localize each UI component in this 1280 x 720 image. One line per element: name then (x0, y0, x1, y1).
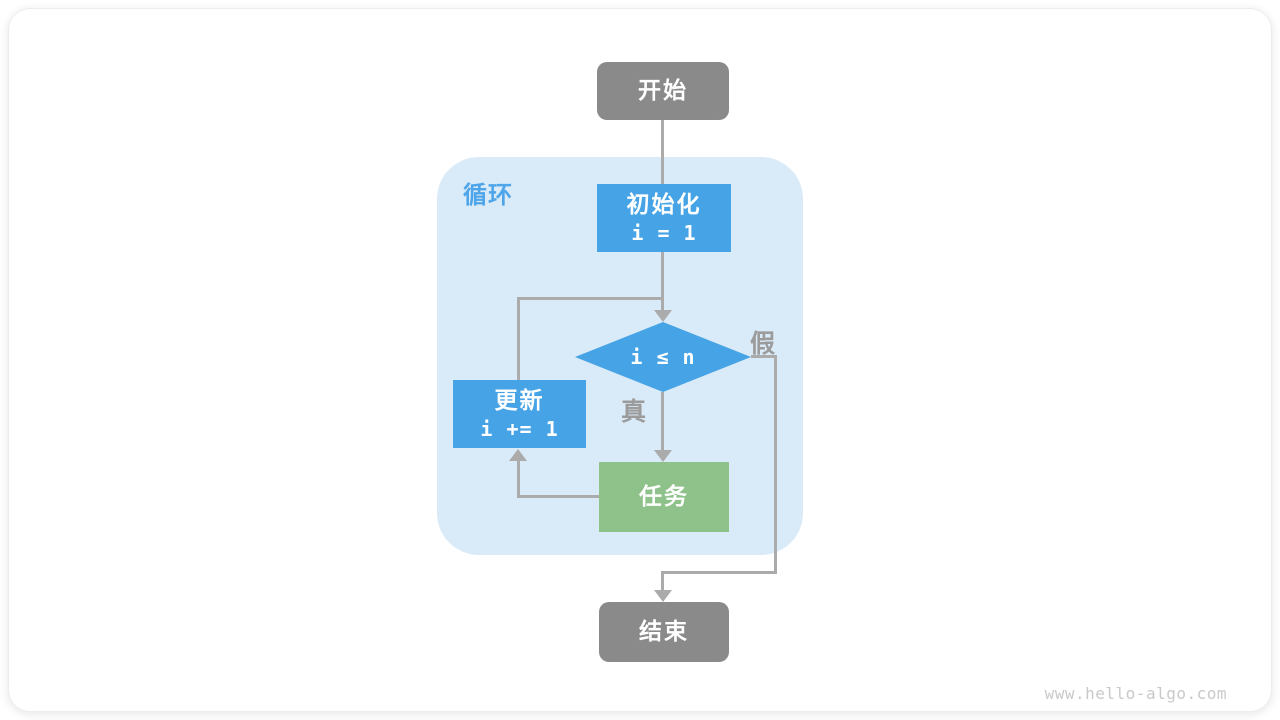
end-node-label: 结束 (639, 618, 689, 645)
init-node-code: i = 1 (631, 220, 697, 245)
start-node: 开始 (597, 62, 729, 120)
task-node-label: 任务 (639, 483, 689, 510)
arrowhead-into-update (509, 449, 527, 461)
update-node-code: i += 1 (480, 416, 559, 441)
edge-task-to-update-horizontal (517, 495, 600, 498)
arrowhead-into-end (654, 590, 672, 602)
arrowhead-into-condition (654, 310, 672, 322)
arrowhead-into-task (654, 450, 672, 462)
condition-node-code: i ≤ n (630, 345, 696, 369)
update-node-title: 更新 (494, 387, 545, 414)
edge-update-to-junction-vertical (517, 297, 520, 381)
init-node-title: 初始化 (626, 191, 702, 218)
watermark-text: www.hello-algo.com (1044, 684, 1227, 703)
end-node: 结束 (599, 602, 729, 662)
update-node: 更新 i += 1 (453, 380, 586, 448)
edge-junction-horizontal (517, 297, 664, 300)
edge-condition-to-task (661, 392, 664, 450)
start-node-label: 开始 (638, 77, 688, 104)
loop-label: 循环 (463, 182, 513, 209)
edge-false-bottom-horizontal (661, 571, 777, 574)
edge-false-out-horizontal (751, 355, 777, 358)
edge-false-vertical (774, 355, 777, 574)
task-node: 任务 (599, 462, 729, 532)
true-branch-label: 真 (621, 398, 647, 426)
edge-init-to-condition (661, 252, 664, 312)
edge-start-to-init (661, 120, 664, 184)
edge-into-end-vertical (661, 571, 664, 591)
init-node: 初始化 i = 1 (597, 184, 731, 252)
edge-task-to-update-vertical (517, 460, 520, 498)
diagram-card: 循环 真 假 开始 初始化 i = 1 i ≤ n 更新 i += 1 任务 结… (8, 8, 1272, 712)
false-branch-label: 假 (750, 330, 776, 358)
